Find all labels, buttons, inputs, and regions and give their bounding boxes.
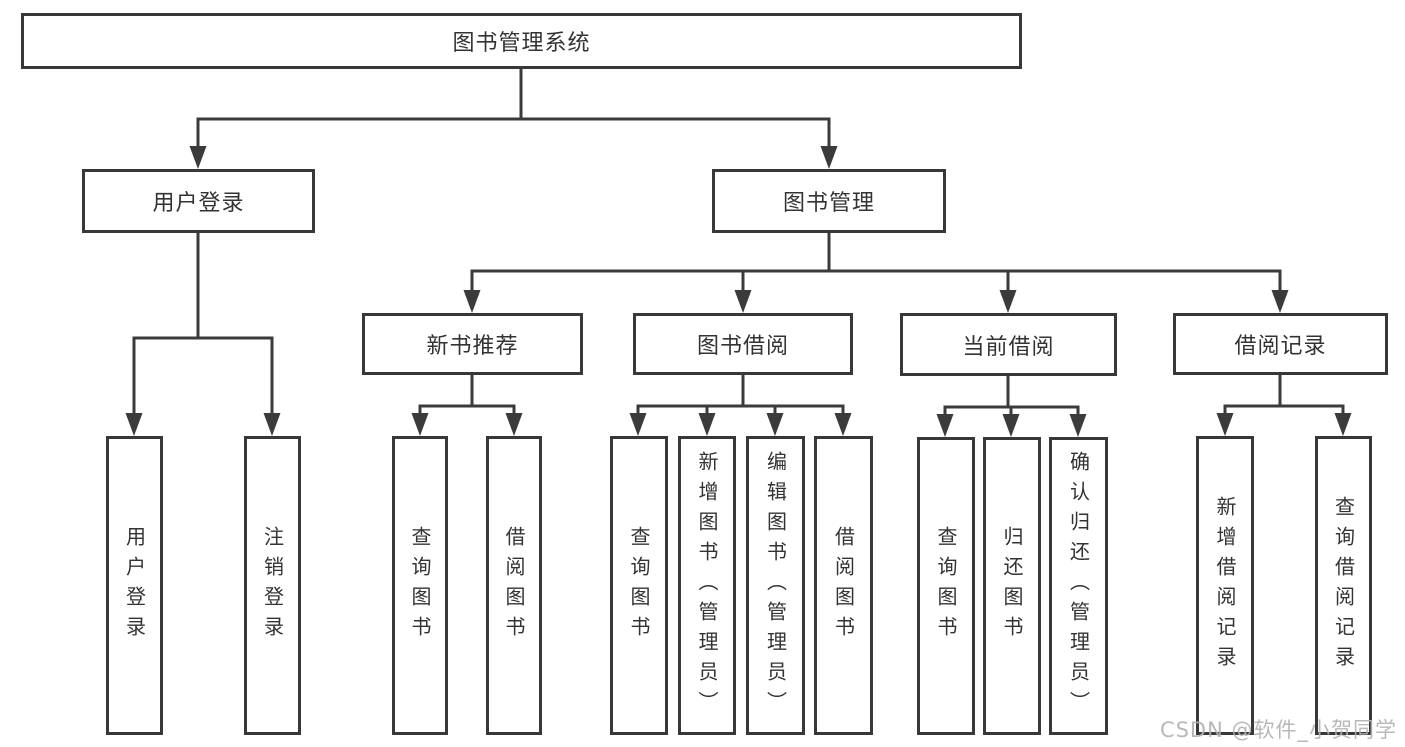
node-label: 归还图书 [1000, 526, 1024, 646]
connector-borrow-record-children [1223, 373, 1345, 416]
node-root-library-system: 图书管理系统 [21, 13, 1022, 69]
node-label: 用户登录 [152, 191, 245, 216]
node-current-borrow: 当前借阅 [900, 313, 1117, 376]
node-label: 查询图书 [627, 525, 651, 646]
node-label: 图书管理 [782, 191, 875, 216]
node-label: 借阅图书 [502, 525, 526, 646]
node-label: 编辑图书（管理员） [763, 450, 788, 721]
leaf-add-borrow-record: 新增借阅记录 [1196, 436, 1254, 735]
node-label: 确认归还（管理员） [1066, 451, 1091, 721]
connector-user-login-children [132, 231, 274, 416]
leaf-borrow-book-recommend: 借阅图书 [486, 436, 542, 735]
connector-book-management-to-level3 [470, 231, 1282, 293]
leaf-edit-book-admin: 编辑图书（管理员） [746, 436, 805, 735]
node-borrow-records: 借阅记录 [1173, 313, 1388, 375]
node-book-management: 图书管理 [712, 169, 946, 233]
node-label: 图书借阅 [696, 334, 789, 359]
connector-new-book-children [418, 373, 516, 416]
connector-book-borrow-children [636, 373, 845, 416]
connector-root-to-level2 [196, 67, 831, 149]
node-label: 借阅记录 [1234, 334, 1327, 359]
leaf-logout: 注销登录 [244, 436, 301, 735]
node-label: 新增图书（管理员） [695, 450, 719, 721]
leaf-confirm-return-admin: 确认归还（管理员） [1049, 437, 1108, 735]
csdn-watermark: CSDN @软件_小贺同学 [1159, 718, 1397, 742]
node-label: 借阅图书 [831, 525, 856, 646]
leaf-query-books-borrow: 查询图书 [610, 436, 668, 735]
node-label: 查询借阅记录 [1331, 495, 1356, 676]
leaf-return-book: 归还图书 [983, 437, 1041, 735]
leaf-borrow-book: 借阅图书 [814, 436, 873, 735]
leaf-add-book-admin: 新增图书（管理员） [678, 436, 736, 735]
node-new-book-recommend: 新书推荐 [362, 313, 583, 375]
leaf-user-login: 用户登录 [106, 436, 163, 735]
connector-current-borrow-children [943, 374, 1080, 417]
arrowheads [125, 146, 1352, 437]
node-book-borrow: 图书借阅 [633, 313, 853, 375]
node-label: 注销登录 [260, 525, 285, 646]
node-label: 新增借阅记录 [1213, 495, 1237, 676]
node-label: 当前借阅 [962, 334, 1055, 360]
node-label: 新书推荐 [426, 334, 519, 359]
node-user-login: 用户登录 [82, 169, 315, 233]
node-label: 查询图书 [408, 525, 432, 646]
leaf-query-borrow-record: 查询借阅记录 [1315, 436, 1372, 735]
leaf-query-books-recommend: 查询图书 [392, 436, 448, 735]
leaf-query-books-current: 查询图书 [917, 437, 975, 735]
node-label: 用户登录 [122, 525, 147, 646]
node-label: 查询图书 [934, 526, 958, 646]
node-label: 图书管理系统 [452, 31, 591, 56]
